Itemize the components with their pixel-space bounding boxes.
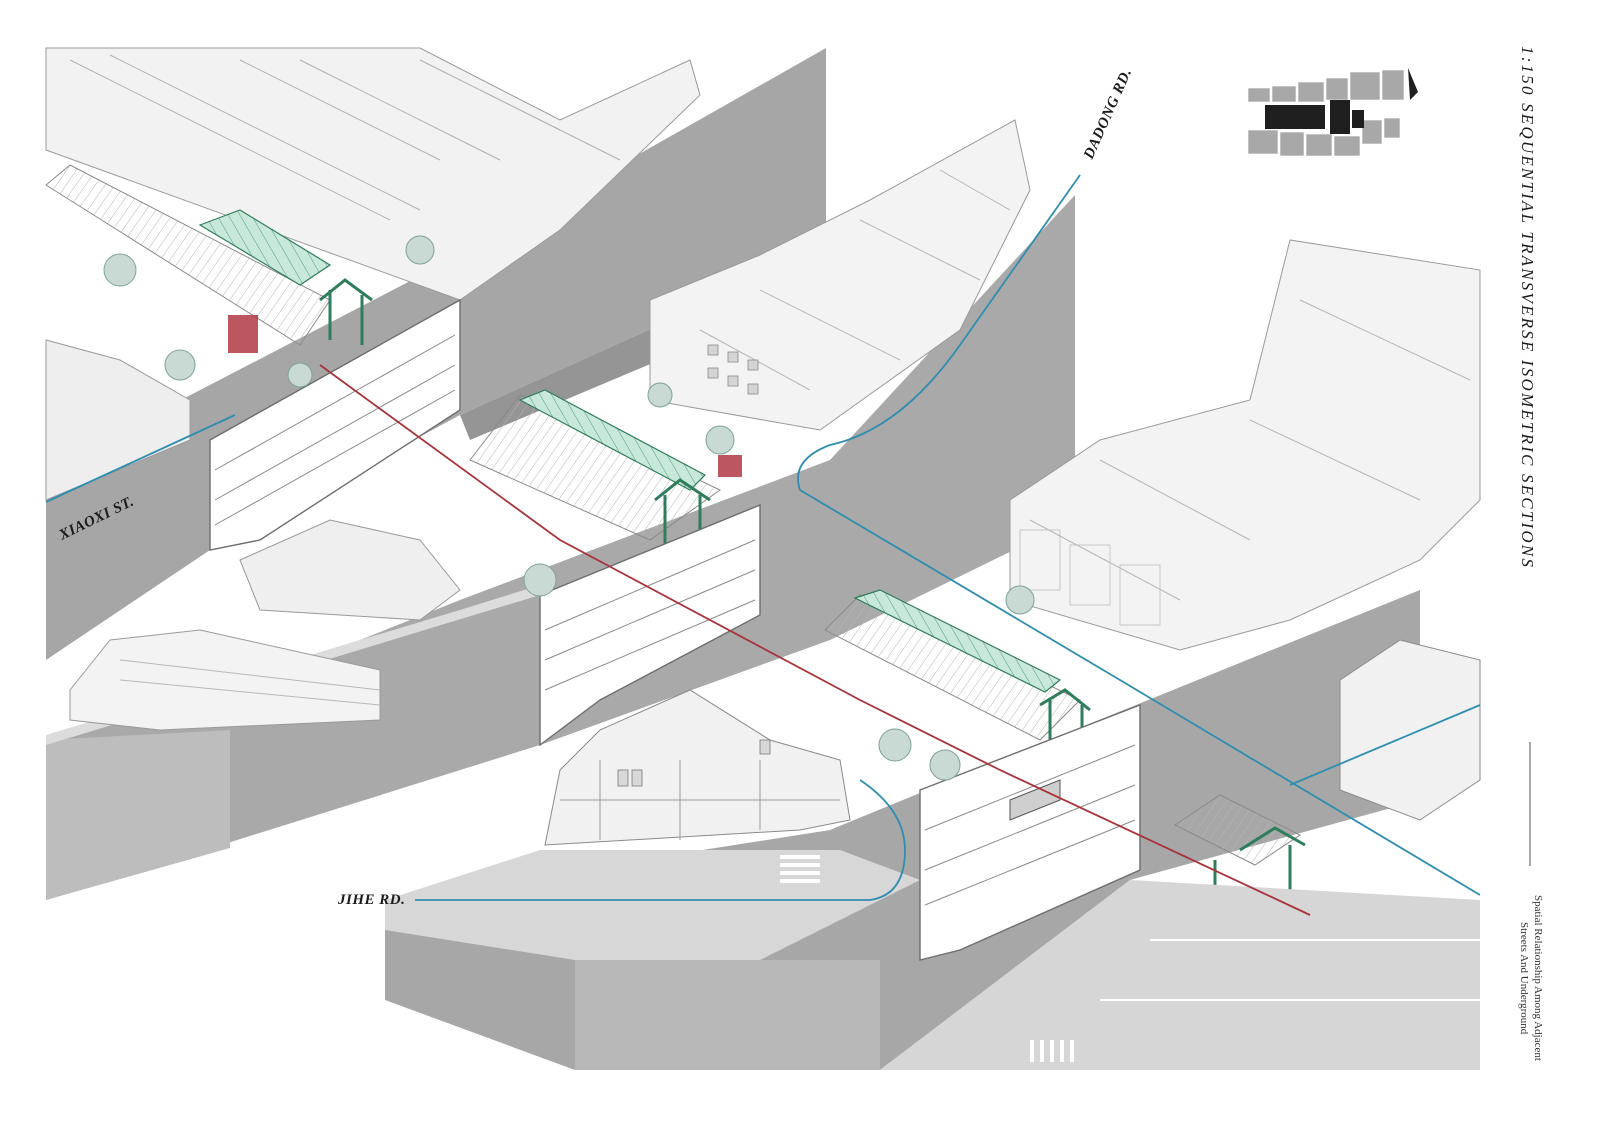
metro-entrance-canopy	[1174, 794, 1301, 866]
road-markings	[1100, 939, 1480, 1001]
sheet-subtitle-line-1: Spatial Relationship Among Adjacent	[1532, 895, 1544, 1061]
section-cut-2	[539, 503, 761, 747]
sheet-title: 1:150 SEQUENTIAL TRANSVERSE ISOMETRIC SE…	[1518, 46, 1537, 569]
warehouse-2	[69, 629, 381, 731]
section-cut-3	[919, 703, 1141, 961]
crosswalk-intersection	[1030, 1040, 1074, 1062]
jihe-road-label: JIHE RD.	[337, 892, 405, 908]
section-floors-1	[214, 334, 456, 526]
section-block-1	[45, 47, 826, 660]
ground-mass-2-front	[46, 730, 230, 900]
windows-2	[707, 344, 759, 395]
ground-mass-3-front	[575, 960, 880, 1070]
front-houses-3-lines	[560, 760, 840, 840]
trees-1	[103, 235, 435, 388]
section-floors-2	[544, 539, 756, 691]
jihe-road-line	[415, 779, 906, 901]
right-street-line	[1289, 704, 1481, 786]
left-houses	[45, 339, 191, 501]
trees-3	[878, 585, 1035, 781]
crosswalk-3	[780, 855, 820, 883]
glass-skylight-1	[198, 209, 332, 286]
glass-skylight-3	[853, 589, 1062, 693]
water-tanks	[617, 739, 771, 787]
back-buildings-3-lines	[1029, 299, 1471, 601]
steel-frame-1	[319, 278, 373, 345]
section-block-2	[46, 119, 1075, 900]
block-1-roof-lines	[69, 54, 621, 221]
section-cut-1	[209, 298, 461, 551]
market-roof-2	[469, 394, 721, 541]
glass-skylight-2	[518, 389, 706, 491]
trees-2	[523, 382, 735, 597]
back-buildings-3	[1009, 239, 1481, 651]
facade-windows-3	[1019, 529, 1161, 626]
xiaoxi-street-line	[45, 414, 236, 503]
street-lines	[45, 174, 1481, 901]
escalator-3	[1009, 779, 1061, 821]
key-plan	[1247, 68, 1418, 157]
back-buildings-2	[649, 119, 1031, 431]
warehouse-2-lines	[119, 659, 381, 706]
red-stair-2	[718, 455, 742, 477]
metro-line	[319, 364, 1311, 916]
dadong-road-label: DADONG RD.	[1081, 66, 1136, 163]
houses-2	[239, 519, 461, 621]
dadong-road-line	[797, 174, 1481, 896]
block-1-buildings	[45, 47, 701, 301]
market-roof-3	[824, 594, 1081, 741]
corner-building	[1339, 639, 1481, 821]
section-floors-3	[924, 744, 1136, 906]
intersection-road	[880, 880, 1480, 1070]
street-surface-3	[385, 850, 920, 960]
red-stair-1	[228, 315, 258, 353]
sheet-subtitle-line-2: Streets And Underground	[1518, 922, 1530, 1035]
